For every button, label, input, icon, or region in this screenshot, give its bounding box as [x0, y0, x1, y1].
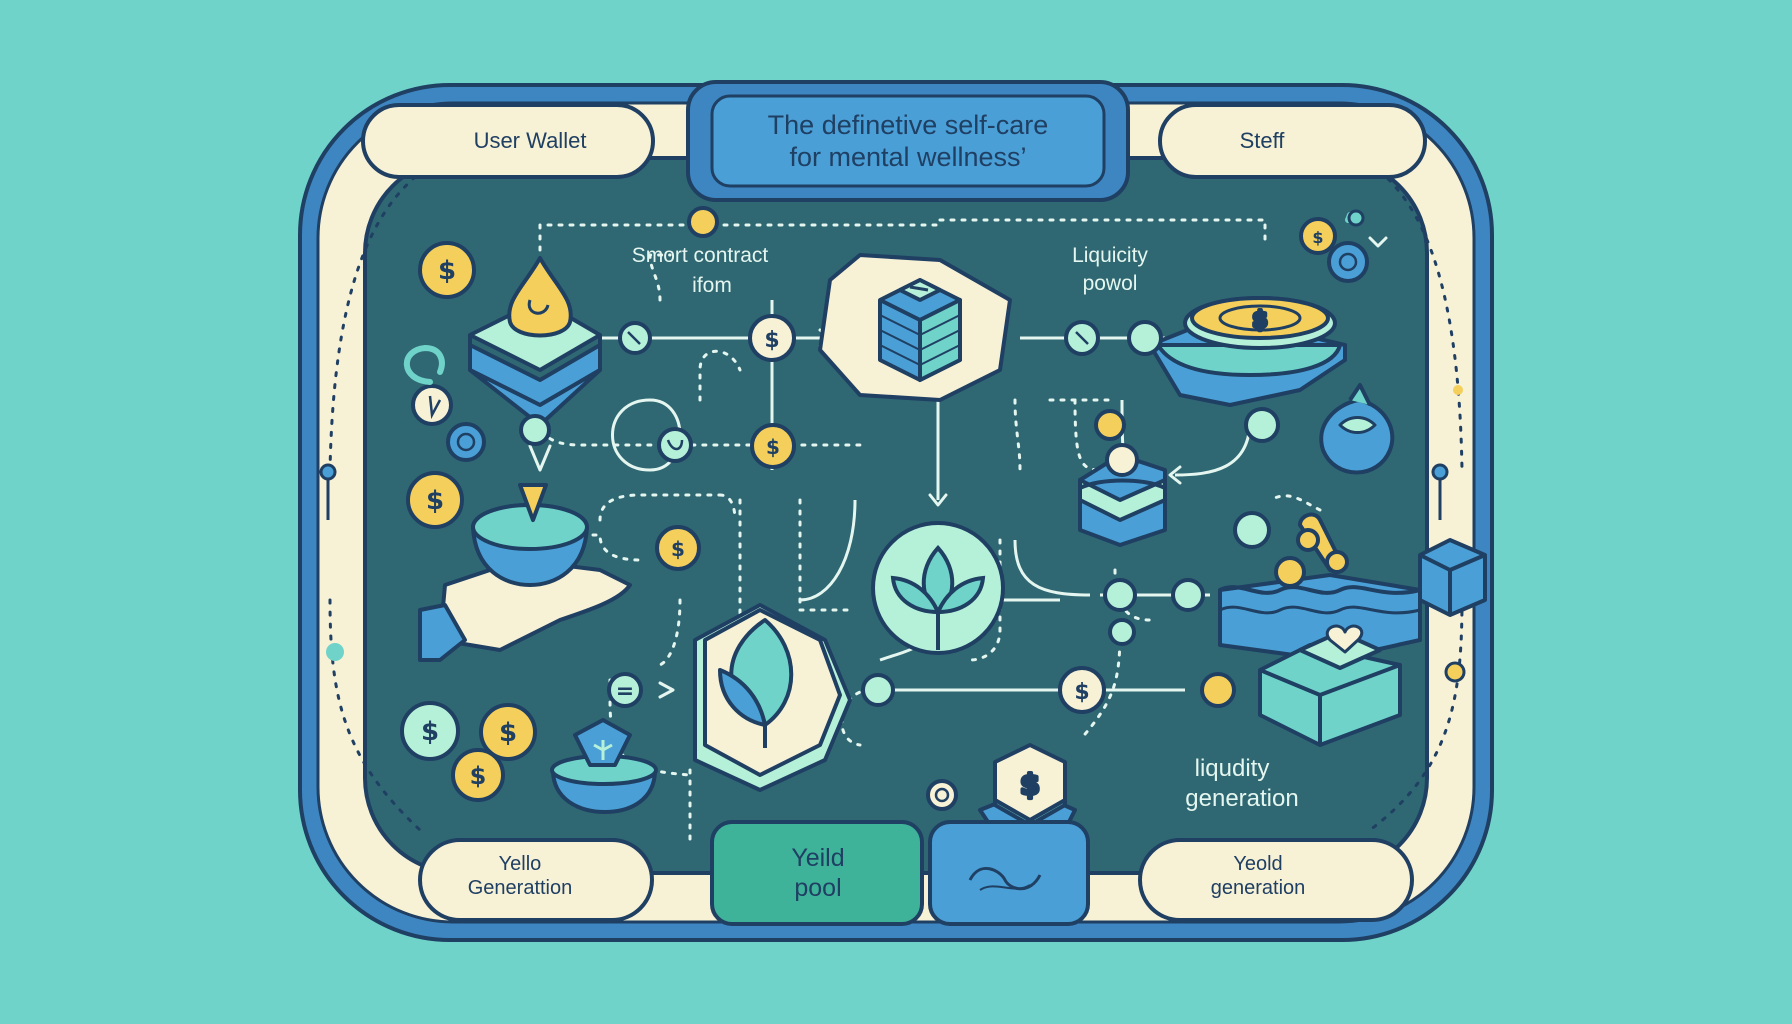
- platform-coin-symbol: $: [1252, 308, 1267, 333]
- smart-contract-line2: ifom: [692, 274, 732, 297]
- coin-icon: [750, 423, 796, 469]
- coin-icon: [748, 314, 796, 362]
- smart-contract-line1: Smort contract: [632, 244, 769, 267]
- yield-pool-line2: pool: [794, 874, 841, 902]
- chain-box: [928, 820, 1090, 926]
- yello-label-line2: Generattion: [468, 877, 573, 899]
- outer-frame: [298, 83, 1494, 942]
- coin-icon: [418, 241, 476, 299]
- coin-icon: [451, 748, 505, 802]
- coin-symbol: $: [671, 537, 685, 561]
- corner-user-wallet: User Wallet: [361, 103, 655, 179]
- drop-block-icon: [468, 256, 602, 427]
- corner-yeold-generation: Yeold generation: [1138, 838, 1414, 922]
- yield-pool-box: Yeild pool: [710, 820, 924, 926]
- coin-symbols: $ $ $ $ $ $ $ $ $ $: [421, 228, 1324, 790]
- coin-symbol: $: [421, 717, 439, 747]
- coin-symbol: $: [1074, 680, 1089, 705]
- yello-label-line1: Yello: [499, 853, 542, 875]
- token-badge-icon: [446, 422, 486, 462]
- loop-decorations: [403, 209, 1365, 385]
- coin-symbol: $: [438, 256, 456, 286]
- coin-icon: [1058, 666, 1106, 714]
- yeold-label-line1: Yeold: [1233, 853, 1282, 875]
- wave-stack-icon: [1218, 538, 1487, 747]
- steff-label: Steff: [1240, 128, 1286, 153]
- yeold-label-line2: generation: [1211, 877, 1306, 899]
- coin-icon: [1299, 217, 1337, 255]
- coin-icon: [400, 701, 460, 761]
- coin-symbol: $: [1312, 228, 1323, 247]
- building-block-icon: [818, 253, 1012, 402]
- title-line2: for mental wellness’: [789, 142, 1026, 172]
- coin-symbol: $: [470, 762, 487, 790]
- leaf-circle-icon: [871, 521, 1005, 655]
- hexagon-coin-symbol: $: [1020, 768, 1039, 801]
- eye-badge-icon: [926, 779, 958, 811]
- coin-symbol: $: [499, 718, 517, 748]
- equals-symbol: =: [616, 679, 634, 704]
- frame-nodes: [319, 385, 1466, 683]
- yield-pool-line1: Yeild: [791, 844, 844, 872]
- meditation-person-icon: [1078, 443, 1167, 547]
- corner-yello-generation: Yello Generattion: [418, 838, 654, 922]
- corner-steff: Steff: [1158, 103, 1427, 179]
- token-badge-icon: [1327, 241, 1369, 283]
- user-wallet-label: User Wallet: [474, 128, 587, 153]
- connector-nodes: [411, 206, 1369, 811]
- key-chain-icon: [1296, 512, 1349, 574]
- drop-bubble-icon: [1319, 383, 1395, 475]
- liquidity-pool-line2: powol: [1083, 272, 1138, 295]
- coin-icon: [479, 703, 537, 761]
- node-glyphs: [428, 252, 1358, 803]
- coin-symbol: $: [764, 328, 779, 353]
- liquidity-pool-line1: Liquicity: [1072, 244, 1148, 267]
- plant-pot-icon: [550, 718, 658, 814]
- bowl-hand-icon: [418, 483, 632, 662]
- coin-icon: [1233, 511, 1271, 549]
- coin-symbol: $: [426, 486, 444, 516]
- liquidity-generation-line1: liqudity: [1195, 755, 1270, 782]
- title-banner: The definetive self-care for mental well…: [686, 80, 1130, 202]
- coin-symbol: $: [766, 435, 780, 459]
- gold-coins: [406, 217, 1337, 802]
- title-line1: The definetive self-care: [768, 110, 1049, 140]
- mint-coins: [400, 314, 1271, 761]
- liquidity-generation-line2: generation: [1185, 785, 1298, 812]
- coin-icon: [1274, 556, 1306, 588]
- coin-platform-icon: $: [1148, 296, 1347, 407]
- plant-hexagon-icon: [693, 603, 852, 792]
- equals-badge: =: [607, 672, 643, 708]
- coin-icon: [406, 471, 464, 529]
- coin-icon: [655, 525, 701, 571]
